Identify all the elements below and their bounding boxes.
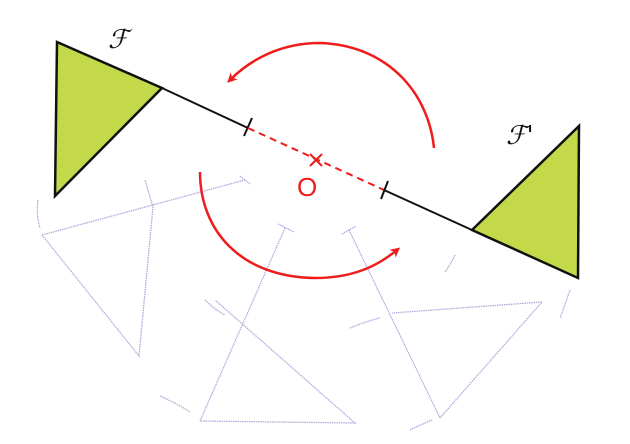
figure-label: ℱ bbox=[108, 25, 133, 55]
figure-f-triangle bbox=[53, 40, 165, 200]
figure-f-segment bbox=[161, 87, 249, 129]
tick-mark-left bbox=[243, 117, 253, 137]
rotation-arrow-lower bbox=[198, 171, 401, 280]
image-figure-segment bbox=[383, 189, 473, 231]
center-cross-icon bbox=[309, 153, 323, 167]
intermediate-rotations bbox=[36, 175, 571, 431]
ghost-triangle-2 bbox=[199, 223, 357, 424]
ghost-arc-fragments bbox=[36, 199, 571, 431]
ghost-triangle-1 bbox=[41, 175, 251, 358]
image-figure-triangle bbox=[469, 123, 581, 280]
image-figure-label: ℱ' bbox=[506, 121, 534, 151]
ghost-triangle-3 bbox=[341, 225, 544, 420]
rotation-arrow-upper bbox=[227, 41, 436, 149]
center-label: O bbox=[297, 172, 317, 202]
